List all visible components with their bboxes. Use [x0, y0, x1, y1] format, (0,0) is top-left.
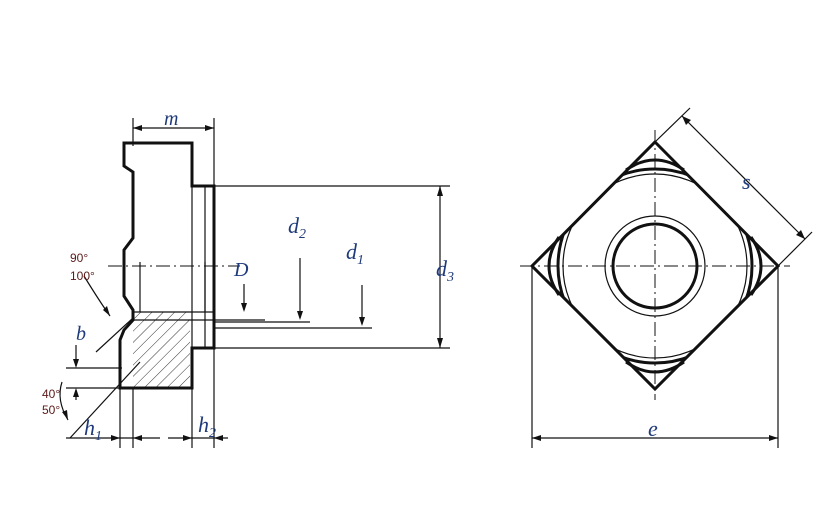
- label-m: m: [164, 108, 178, 130]
- angle-90: 90°: [70, 251, 88, 265]
- label-d1: d1: [346, 239, 364, 268]
- label-h1: h1: [84, 415, 102, 444]
- label-s: s: [742, 169, 751, 194]
- label-h2: h2: [198, 412, 216, 441]
- label-D: D: [233, 259, 249, 281]
- section-hatch: [133, 312, 190, 388]
- angle-100: 100°: [70, 269, 95, 283]
- nut-outline: [118, 141, 216, 390]
- label-b: b: [76, 323, 86, 345]
- side-view: [59, 118, 450, 448]
- front-view: [520, 107, 813, 448]
- angle-40: 40°: [42, 387, 60, 401]
- label-e: e: [648, 416, 658, 441]
- label-d2: d2: [288, 213, 306, 242]
- angle-50: 50°: [42, 403, 60, 417]
- label-d3: d3: [436, 256, 454, 285]
